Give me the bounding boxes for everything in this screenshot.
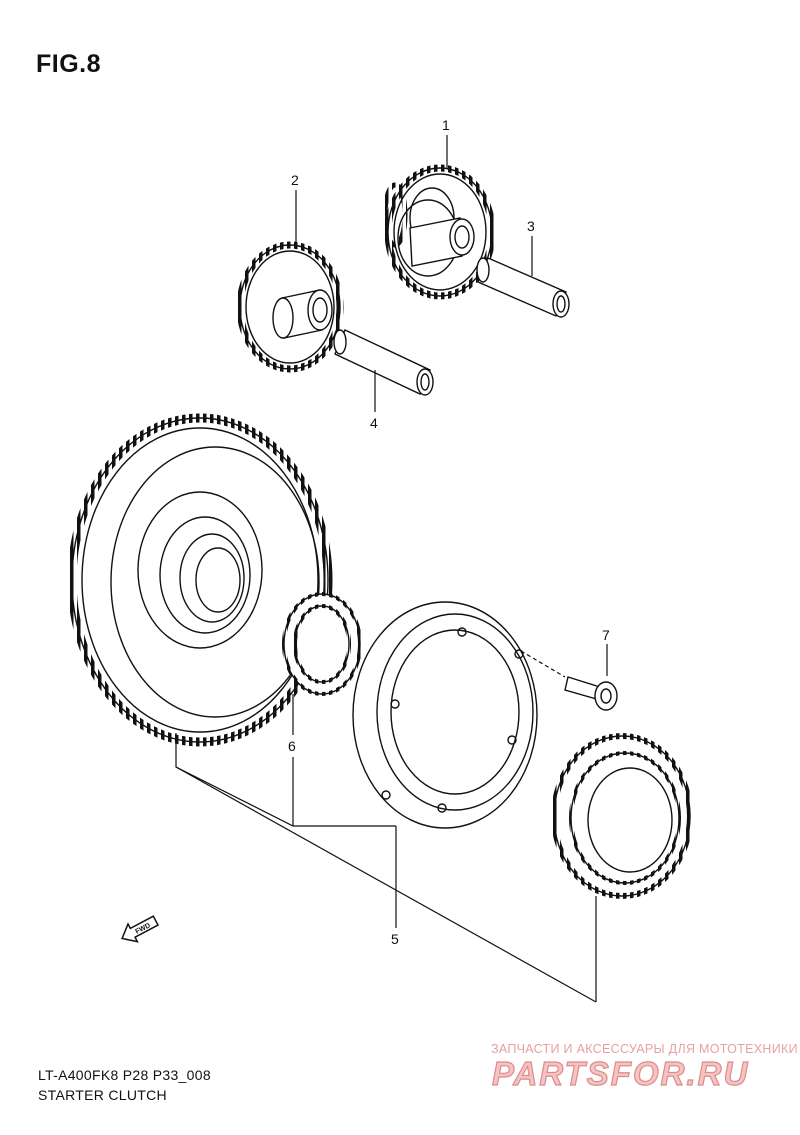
callout-3: 3	[527, 218, 535, 234]
part-7-bolt[interactable]	[564, 676, 618, 711]
watermark-caption: ЗАПЧАСТИ И АКСЕССУАРЫ ДЛЯ МОТОТЕХНИКИ	[491, 1042, 798, 1056]
callout-1: 1	[442, 117, 450, 133]
figure-title: FIG.8	[36, 50, 102, 78]
part-3-shaft[interactable]	[476, 257, 570, 318]
callout-5: 5	[391, 931, 399, 947]
part-1-idle-gear[interactable]	[382, 164, 496, 300]
watermark-logo: PARTSFOR.RU	[491, 1054, 749, 1092]
part-2-idle-gear[interactable]	[236, 241, 344, 373]
starter-driven-gear[interactable]	[67, 413, 333, 747]
one-way-clutch[interactable]	[551, 733, 693, 899]
fwd-arrow-icon: FWD	[121, 915, 160, 943]
part-6-needle-bearing[interactable]	[282, 592, 362, 696]
section-name: STARTER CLUTCH	[38, 1087, 167, 1103]
callout-4: 4	[370, 415, 378, 431]
callout-6: 6	[288, 738, 296, 754]
leader-lines	[175, 135, 608, 1003]
callout-7: 7	[602, 627, 610, 643]
part-4-shaft[interactable]	[333, 329, 434, 396]
callout-2: 2	[291, 172, 299, 188]
svg-text:PARTSFOR.RU: PARTSFOR.RU	[492, 1055, 749, 1092]
part-5-clutch-housing[interactable]	[352, 601, 538, 829]
model-code: LT-A400FK8 P28 P33_008	[38, 1067, 211, 1083]
